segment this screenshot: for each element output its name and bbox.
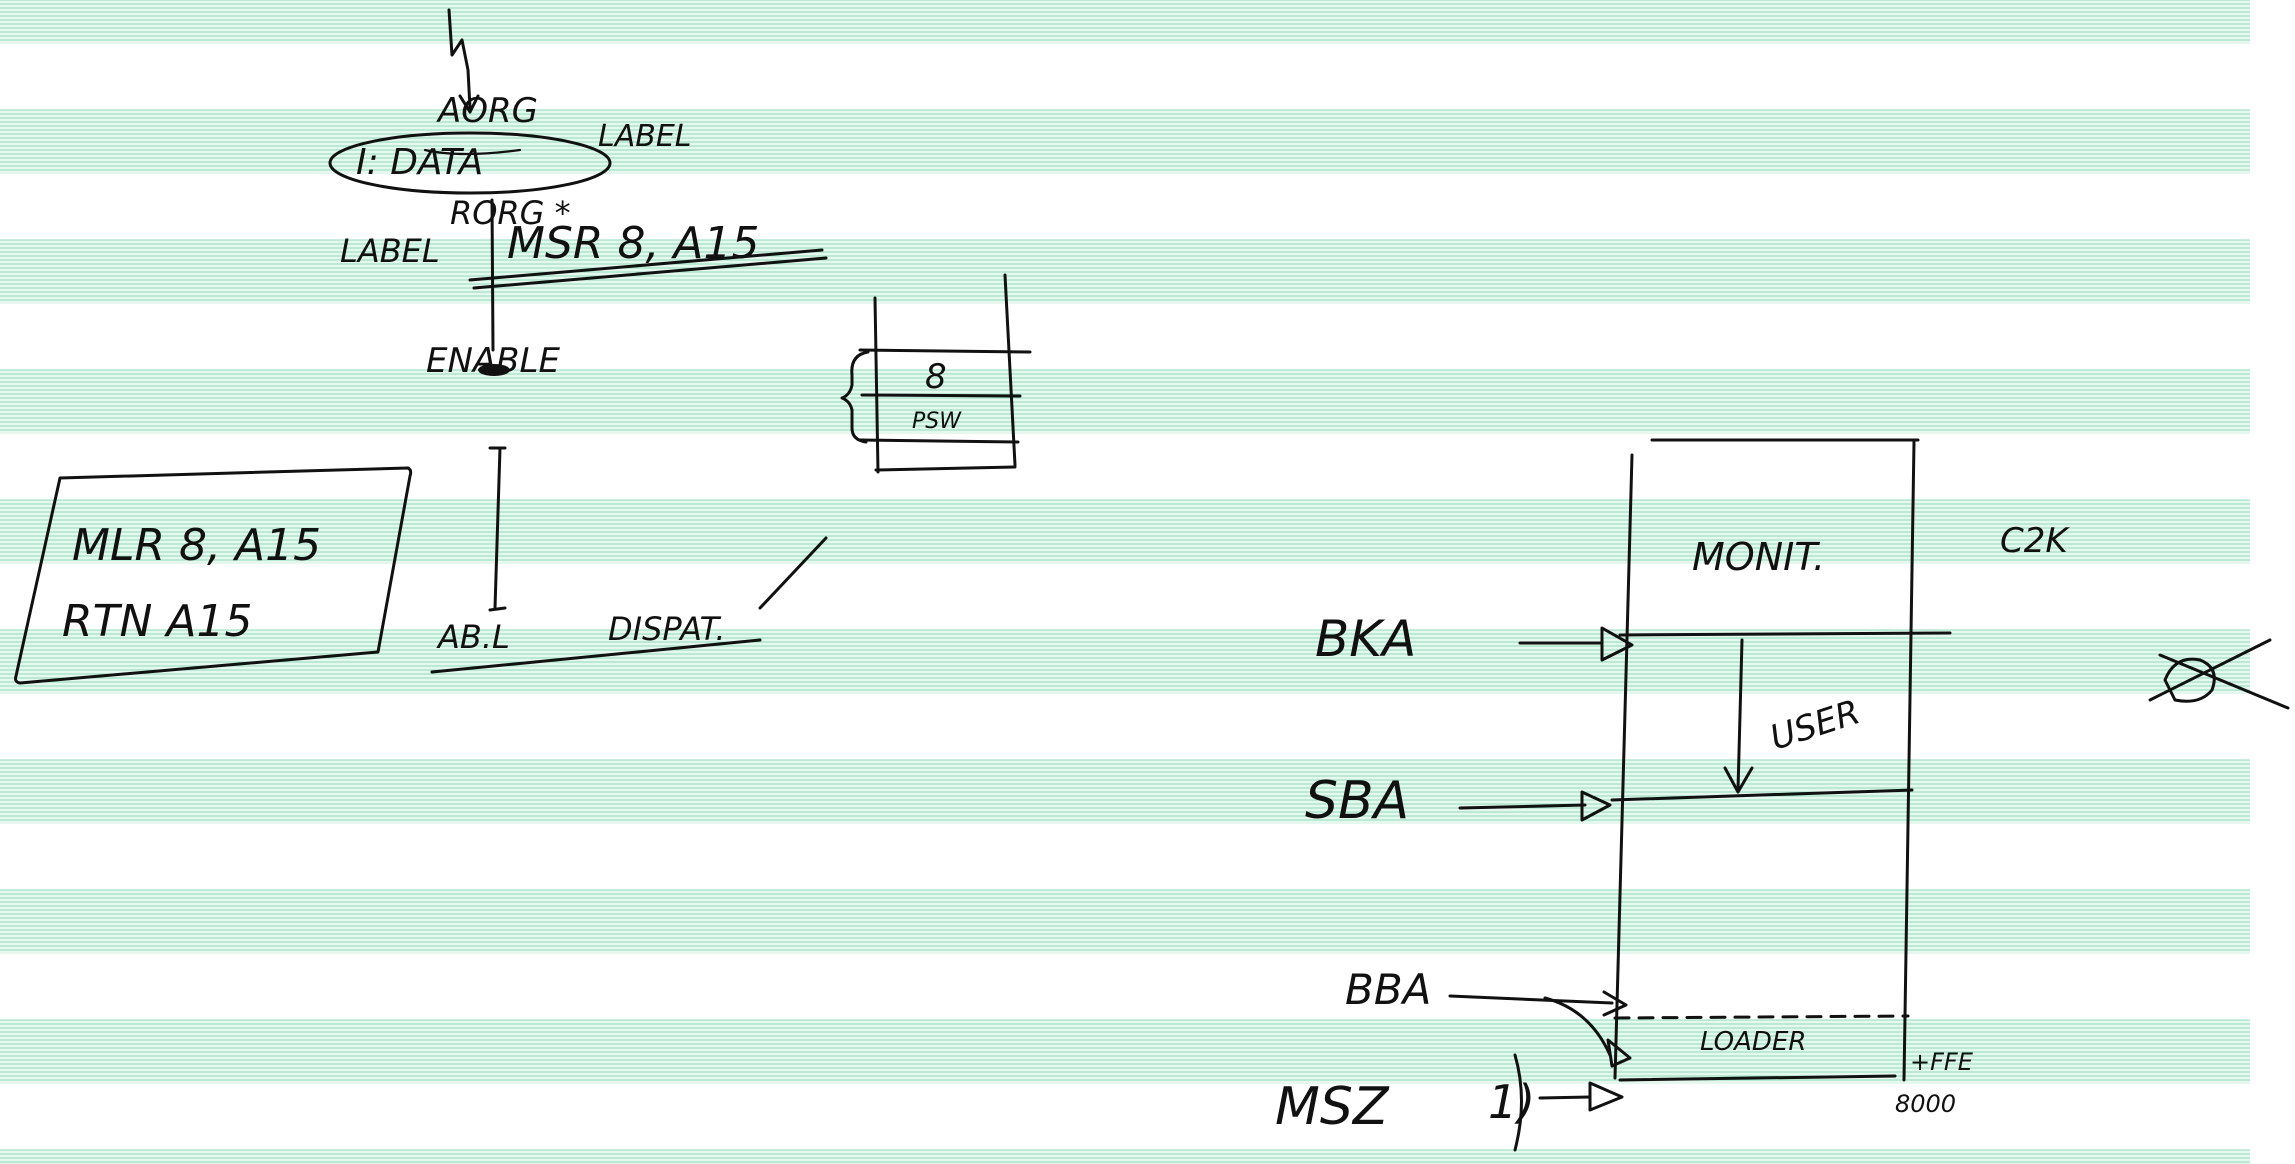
bka-label: BKA: [1315, 610, 1416, 668]
bba-label: BBA: [1345, 965, 1431, 1014]
aorg-text: AORG: [436, 91, 538, 131]
k2-text: C2K: [2000, 521, 2070, 561]
label-right-text: LABEL: [598, 119, 692, 154]
stack-cell-psw: PSW: [912, 409, 962, 434]
box-line-1: MLR 8, A15: [72, 520, 321, 571]
top-left-notes: AORG I: DATA LABEL RORG * LABEL MSR 8, A…: [330, 10, 826, 381]
msz-label: MSZ: [1275, 1077, 1390, 1137]
monit-text: MONIT.: [1692, 535, 1825, 579]
paper-band: [0, 0, 2250, 44]
label-left-text: LABEL: [340, 232, 440, 270]
sba-label: SBA: [1305, 771, 1409, 831]
msr-text: MSR 8, A15: [507, 218, 760, 269]
data-line-text: I: DATA: [356, 142, 483, 183]
abl-text: AB.L: [436, 618, 510, 656]
one-label: 1): [1488, 1075, 1535, 1129]
loader-text: LOADER: [1700, 1027, 1806, 1057]
stack-cell-8: 8: [925, 357, 947, 397]
box-line-2: RTN A15: [62, 596, 252, 647]
user-text: USER: [1765, 692, 1864, 758]
dispat-text: DISPAT.: [608, 610, 726, 648]
ffe-text: +FFE: [1910, 1048, 1974, 1076]
enable-blot: [478, 364, 510, 376]
addr-text: 8000: [1895, 1090, 1956, 1118]
